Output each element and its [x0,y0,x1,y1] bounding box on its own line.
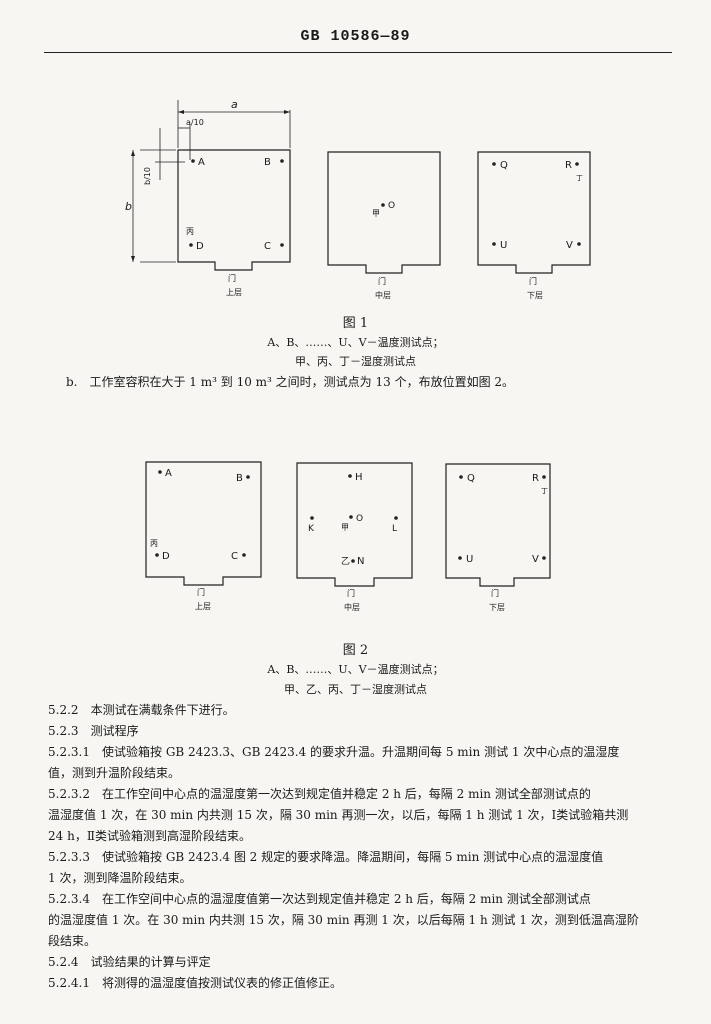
section-text: 在工作空间中心点的温湿度第一次达到规定值并稳定 2 h 后，每隔 2 min 测… [102,787,591,801]
section-num: 5.2.2 [48,703,79,717]
fig2-point-V: V [532,554,539,565]
fig2-point-Q: Q [467,473,475,484]
dim-b10-label: b/10 [143,167,152,185]
figure-2-legend-1: A、B、……、U、V－温度测试点； [267,663,444,676]
fig2-point-ding: 丁 [541,487,548,495]
section-text: 在工作空间中心点的温湿度值第一次达到规定值并稳定 2 h 后，每隔 2 min … [102,892,591,906]
section-text: 值，测到升温阶段结束。 [48,766,181,780]
point-Q: Q [500,160,508,171]
section-5-2-3-3-cont: 1 次，测到降温阶段结束。 [48,868,670,889]
section-text: 使试验箱按 GB 2423.3、GB 2423.4 的要求升温。升温期间每 5 … [102,745,620,759]
fig2-point-D: D [162,551,170,562]
figure-2-diagram: A B 丙 D C H K O 甲 L 乙 N Q R 丁 U V 门 上层 门… [145,461,551,612]
section-5-2-3-1: 5.2.3.1 使试验箱按 GB 2423.3、GB 2423.4 的要求升温。… [48,742,670,763]
section-num: 5.2.3.3 [48,850,90,864]
fig2-layer-upper: 上层 [195,602,211,611]
section-5-2-3-1-cont: 值，测到升温阶段结束。 [48,763,670,784]
section-text: 24 h，Ⅱ类试验箱测到高湿阶段结束。 [48,829,251,843]
section-text: 本测试在满载条件下进行。 [90,703,235,717]
fig2-door-upper: 门 [197,587,205,597]
figure-1-title: 图 1 [342,316,369,331]
section-5-2-2: 5.2.2 本测试在满载条件下进行。 [48,700,670,721]
section-num: 5.2.3.2 [48,787,90,801]
figure-1-legend-1: A、B、……、U、V－温度测试点； [267,336,444,349]
point-C: C [264,241,271,252]
point-A: A [198,157,205,168]
figure-2-title: 图 2 [342,643,369,658]
fig2-point-A: A [165,468,172,479]
door-label-middle: 门 [378,276,386,286]
fig2-point-jia: 甲 [341,523,349,532]
section-text: 的温湿度值 1 次。在 30 min 内共测 15 次，隔 30 min 再测 … [48,913,639,927]
point-R: R [565,160,572,171]
point-ding: 丁 [576,174,583,182]
section-num: 5.2.3 [48,724,79,738]
dim-a-label: a [231,98,238,111]
dim-b-label: b [125,200,132,213]
fig2-point-yi: 乙 [341,556,350,567]
point-bing: 丙 [186,227,194,236]
section-num: 5.2.4 [48,955,79,969]
figure-1-diagram: a a/10 b b/10 A B 丙 D C O 甲 Q R 丁 U V 门 … [125,98,591,300]
section-text: 段结束。 [48,934,97,948]
point-U: U [500,240,507,251]
section-text: 1 次，测到降温阶段结束。 [48,871,192,885]
fig2-point-U: U [466,554,473,565]
section-5-2-3-3: 5.2.3.3 使试验箱按 GB 2423.4 图 2 规定的要求降温。降温期间… [48,847,670,868]
section-text: 试验结果的计算与评定 [90,955,211,969]
section-5-2-3-2-cont2: 24 h，Ⅱ类试验箱测到高湿阶段结束。 [48,826,670,847]
fig2-point-H: H [355,472,363,483]
fig2-door-middle: 门 [347,588,355,598]
section-text: 使试验箱按 GB 2423.4 图 2 规定的要求降温。降温期间，每隔 5 mi… [102,850,604,864]
item-b: b. 工作室容积在大于 1 m³ 到 10 m³ 之间时，测试点为 13 个，布… [66,375,515,389]
fig2-point-L: L [392,524,397,534]
section-text: 温湿度值 1 次，在 30 min 内共测 15 次，隔 30 min 再测一次… [48,808,629,822]
point-O: O [388,201,395,211]
figure-2-legend-2: 甲、乙、丙、丁－湿度测试点 [284,683,427,696]
section-text: 将测得的温湿度值按测试仪表的修正值修正。 [102,976,343,990]
fig2-point-O: O [356,514,363,524]
fig2-point-K: K [308,524,315,534]
fig2-layer-middle: 中层 [344,602,360,612]
section-5-2-3-4-cont: 的温湿度值 1 次。在 30 min 内共测 15 次，隔 30 min 再测 … [48,910,670,931]
fig2-layer-lower: 下层 [489,603,505,612]
point-D: D [196,241,204,252]
point-B: B [264,157,271,168]
section-num: 5.2.4.1 [48,976,90,990]
door-label-upper: 门 [228,273,236,283]
section-num: 5.2.3.4 [48,892,90,906]
section-5-2-3-2: 5.2.3.2 在工作空间中心点的温湿度第一次达到规定值并稳定 2 h 后，每隔… [48,784,670,805]
section-5-2-3: 5.2.3 测试程序 [48,721,670,742]
fig2-point-N: N [357,556,364,567]
body-sections: 5.2.2 本测试在满载条件下进行。 5.2.3 测试程序 5.2.3.1 使试… [48,700,670,994]
fig2-door-lower: 门 [491,588,499,598]
layer-label-middle: 中层 [375,290,391,300]
layer-label-lower: 下层 [527,291,543,300]
header-rule [44,52,672,53]
section-5-2-3-4-cont2: 段结束。 [48,931,670,952]
section-5-2-3-2-cont: 温湿度值 1 次，在 30 min 内共测 15 次，隔 30 min 再测一次… [48,805,670,826]
fig2-point-B: B [236,473,243,484]
section-5-2-4: 5.2.4 试验结果的计算与评定 [48,952,670,973]
point-jia: 甲 [372,209,380,218]
section-5-2-3-4: 5.2.3.4 在工作空间中心点的温湿度值第一次达到规定值并稳定 2 h 后，每… [48,889,670,910]
figure-1-legend-2: 甲、丙、丁－湿度测试点 [295,355,416,368]
point-V: V [566,240,573,251]
layer-label-upper: 上层 [226,288,242,297]
section-text: 测试程序 [90,724,139,738]
fig2-point-R: R [532,473,539,484]
standard-header: GB 10586—89 [300,28,411,45]
section-5-2-4-1: 5.2.4.1 将测得的温湿度值按测试仪表的修正值修正。 [48,973,670,994]
fig2-point-bing: 丙 [150,539,158,548]
dim-a10-label: a/10 [186,118,204,127]
section-num: 5.2.3.1 [48,745,90,759]
fig2-point-C: C [231,551,238,562]
door-label-lower: 门 [529,276,537,286]
